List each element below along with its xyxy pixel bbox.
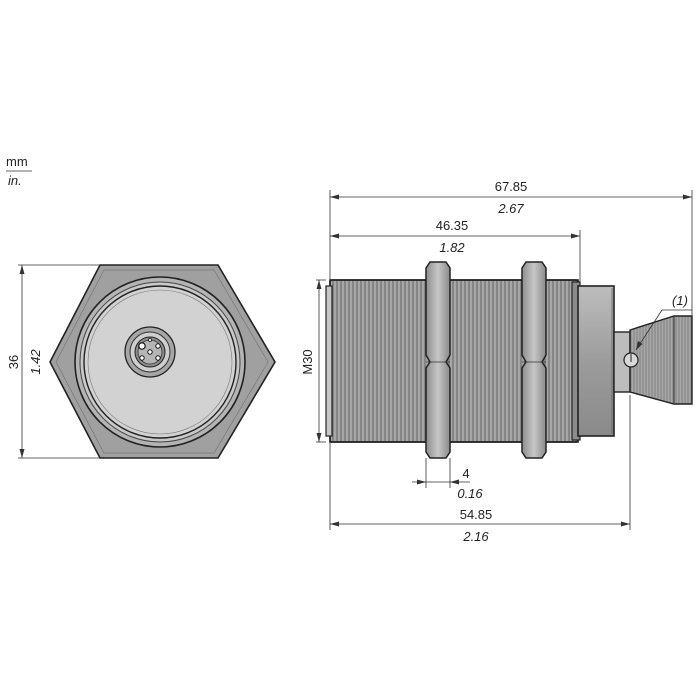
body-length-mm: 46.35 <box>436 218 469 233</box>
body-length-in: 1.82 <box>439 240 465 255</box>
connector-pin <box>155 355 161 361</box>
dimension-nut-thickness: 4 0.16 <box>412 458 483 501</box>
hex-nut-1 <box>425 261 451 459</box>
nut-thickness-mm: 4 <box>462 466 469 481</box>
units-legend: mm in. <box>6 154 32 188</box>
front-view <box>49 264 276 459</box>
hex-dim-mm: 36 <box>6 355 21 369</box>
nut-thickness-in: 0.16 <box>457 486 483 501</box>
m12-connector-face <box>124 326 176 378</box>
hex-dim-in: 1.42 <box>28 349 43 375</box>
dimension-body-length: 46.35 1.82 <box>330 218 581 282</box>
dimension-front-to-connector: 54.85 2.16 <box>329 395 631 544</box>
callout-label: (1) <box>672 293 688 308</box>
dimension-overall-length: 67.85 2.67 <box>329 179 693 316</box>
m12-connector <box>629 315 693 405</box>
dimension-hex: 36 1.42 <box>6 264 100 459</box>
thread-label: M30 <box>300 349 315 374</box>
unit-secondary: in. <box>8 173 22 188</box>
unit-primary: mm <box>6 154 28 169</box>
side-view <box>325 261 693 459</box>
connector-pin <box>155 343 161 349</box>
dimension-thread: M30 <box>300 279 326 443</box>
front-to-connector-in: 2.16 <box>462 529 489 544</box>
front-to-connector-mm: 54.85 <box>460 507 493 522</box>
overall-length-in: 2.67 <box>497 201 524 216</box>
overall-length-mm: 67.85 <box>495 179 528 194</box>
connector-pin <box>147 349 153 355</box>
connector-pin <box>138 342 146 350</box>
callout-1: (1) <box>635 293 692 351</box>
hex-nut-2 <box>521 261 547 459</box>
connector-pin <box>139 355 145 361</box>
end-cap <box>577 285 615 437</box>
